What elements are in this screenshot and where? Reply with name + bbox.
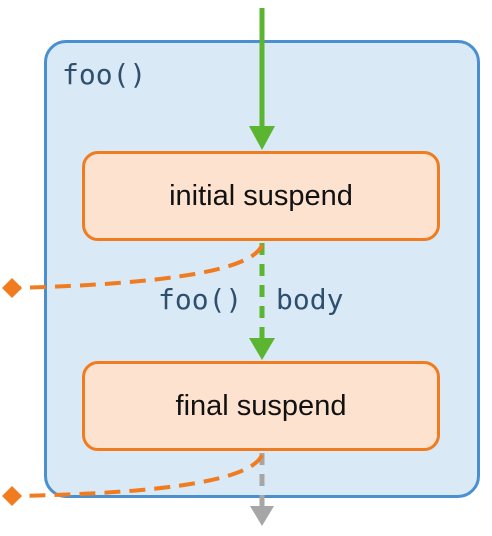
entry-arrow (249, 8, 275, 150)
initial-suspend-label: initial suspend (169, 179, 353, 212)
initial-suspend-box: initial suspend (82, 151, 440, 241)
body-label: foo() body (158, 283, 344, 316)
body-flow-arrow (249, 243, 275, 360)
initial-suspend-return-path (2, 244, 264, 298)
final-suspend-label: final suspend (175, 389, 347, 422)
function-label: foo() (62, 58, 147, 91)
final-suspend-box: final suspend (82, 361, 440, 451)
final-return-diamond (2, 486, 22, 506)
final-suspend-return-path (2, 454, 264, 506)
initial-return-diamond (2, 278, 22, 298)
exit-arrow (250, 453, 274, 526)
